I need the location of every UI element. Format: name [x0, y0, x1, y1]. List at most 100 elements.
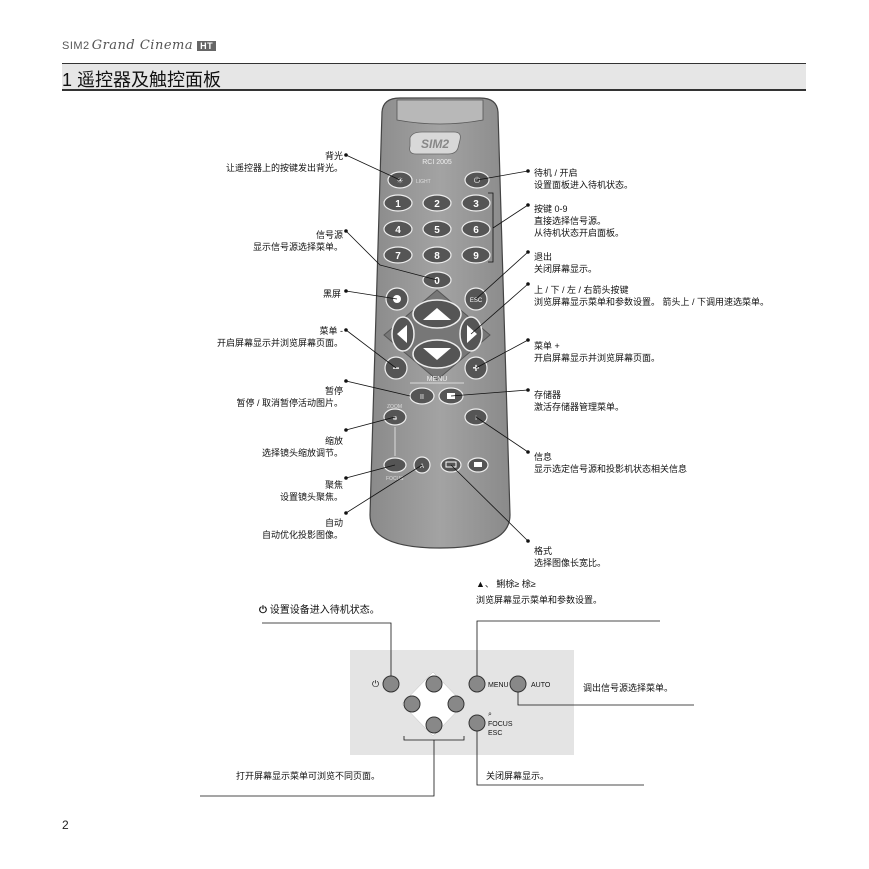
panel-arrow-diamond: [401, 671, 465, 737]
panel-arrows-label: ▲、 鯏梌≥ 梌≥ 浏览屏幕显示菜单和参数设置。: [476, 578, 602, 606]
svg-text:II: II: [420, 394, 424, 401]
label-memory: 存储器 激活存储器管理菜单。: [534, 389, 624, 413]
panel-arrows-line2: 浏览屏幕显示菜单和参数设置。: [476, 595, 603, 605]
label-keys: 按键 0-9 直接选择信号源。 从待机状态开启面板。: [534, 203, 624, 239]
digit-button-6[interactable]: 6: [461, 220, 491, 238]
panel-focus-icon: ⌕: [488, 711, 492, 718]
panel-auto-text: AUTO: [531, 682, 551, 689]
zero-label: 0: [434, 276, 440, 287]
svg-text:⊕: ⊕: [392, 416, 397, 422]
zoom-label: ZOOM: [387, 404, 402, 410]
label-keys-desc2: 从待机状态开启面板。: [534, 228, 625, 238]
label-zoom-desc: 选择镜头缩放调节。: [261, 448, 343, 458]
label-arrows-title: 上 / 下 / 左 / 右箭头按键: [534, 285, 629, 295]
label-info-desc: 显示选定信号源和投影机状态相关信息: [534, 464, 688, 474]
svg-text:ESC: ESC: [470, 298, 483, 304]
label-memory-title: 存储器: [534, 390, 562, 400]
label-exit-desc: 关闭屏幕显示。: [534, 264, 598, 274]
arrow-left-button: [391, 316, 415, 352]
digit-button-7[interactable]: 7: [383, 246, 413, 264]
label-source-desc: 显示信号源选择菜单。: [252, 242, 343, 252]
remote-logo-text: SIM2: [421, 137, 449, 151]
digit-button-3[interactable]: 3: [461, 194, 491, 212]
label-standby-desc: 设置面板进入待机状态。: [534, 180, 634, 190]
panel-menu-button: [468, 675, 486, 693]
panel-power-text: 设置设备进入待机状态。: [269, 605, 380, 616]
brand-sim: SIM2: [62, 40, 90, 52]
label-standby-title: 待机 / 开启: [534, 168, 578, 178]
digit-button-5[interactable]: 5: [422, 220, 452, 238]
label-pause-title: 暂停: [324, 386, 343, 396]
label-standby: 待机 / 开启 设置面板进入待机状态。: [534, 167, 633, 191]
label-backlight-title: 背光: [324, 151, 343, 161]
label-keys-desc1: 直接选择信号源。: [534, 216, 607, 226]
label-format-desc: 选择图像长宽比。: [534, 558, 607, 568]
panel-nav-desc: 打开屏幕显示菜单可浏览不同页面。: [236, 771, 381, 781]
panel-menu-text: MENU: [488, 682, 509, 689]
label-arrows-desc: 浏览屏幕显示菜单和参数设置。 箭头上 / 下调用速选菜单。: [534, 297, 770, 307]
label-focus: 聚焦 设置镜头聚焦。: [280, 479, 343, 503]
digit-label-2: 2: [434, 199, 440, 210]
section-title: 1 遥控器及触控面板: [62, 70, 222, 90]
panel-auto-button: [509, 675, 527, 693]
brand-script: Grand Cinema: [91, 38, 194, 53]
label-exit: 退出 关闭屏幕显示。: [534, 251, 597, 275]
label-menu-plus-title: 菜单 +: [534, 341, 560, 351]
digit-label-1: 1: [395, 199, 401, 210]
label-focus-desc: 设置镜头聚焦。: [279, 492, 343, 502]
label-blank-title: 黑屏: [322, 289, 341, 299]
digit-label-5: 5: [434, 225, 440, 236]
arrow-up-button: [412, 299, 462, 329]
digit-button-9[interactable]: 9: [461, 246, 491, 264]
digit-label-3: 3: [473, 199, 479, 210]
svg-text:☀: ☀: [396, 176, 403, 185]
svg-text:⏻: ⏻: [474, 176, 481, 185]
label-zoom-title: 缩放: [324, 436, 343, 446]
panel-right-button: [447, 695, 465, 713]
digit-button-1[interactable]: 1: [383, 194, 413, 212]
digit-button-4[interactable]: 4: [383, 220, 413, 238]
panel-power-label: ⏻ 设置设备进入待机状态。: [259, 605, 380, 617]
panel-down-button: [425, 716, 443, 734]
callout-lines: [345, 154, 529, 542]
page-number: 2: [62, 818, 69, 832]
label-pause-desc: 暂停 / 取消暂停活动图片。: [236, 398, 343, 408]
digit-button-2[interactable]: 2: [422, 194, 452, 212]
extra-button: [467, 457, 489, 473]
label-menu-plus-desc: 开启屏幕显示并浏览屏幕页面。: [534, 353, 661, 363]
label-focus-title: 聚焦: [324, 480, 343, 490]
label-arrows: 上 / 下 / 左 / 右箭头按键 浏览屏幕显示菜单和参数设置。 箭头上 / 下…: [534, 284, 769, 308]
menu-label: MENU: [427, 376, 448, 383]
label-info: 信息 显示选定信号源和投影机状态相关信息: [534, 451, 687, 475]
panel-focus-text: FOCUS: [488, 721, 513, 728]
panel-left-button: [403, 695, 421, 713]
label-exit-title: 退出: [534, 252, 553, 262]
arrow-down-button: [412, 339, 462, 369]
panel-power-icon: ⏻: [372, 679, 379, 689]
callout-dots: [344, 153, 530, 543]
panel-arrows-line1: ▲、 鯏梌≥ 梌≥: [476, 579, 536, 589]
digit-button-8[interactable]: 8: [422, 246, 452, 264]
remote-logo: SIM2: [409, 131, 461, 155]
panel-focus-button: [468, 714, 486, 732]
label-memory-desc: 激活存储器管理菜单。: [534, 402, 625, 412]
label-zoom: 缩放 选择镜头缩放调节。: [262, 435, 343, 459]
label-backlight: 背光 让遥控器上的按键发出背光。: [226, 150, 343, 174]
digit-label-4: 4: [395, 225, 401, 236]
label-info-title: 信息: [534, 452, 553, 462]
label-menu-minus-desc: 开启屏幕显示并浏览屏幕页面。: [216, 338, 343, 348]
label-menu-plus: 菜单 + 开启屏幕显示并浏览屏幕页面。: [534, 340, 660, 364]
label-format-title: 格式: [534, 546, 553, 556]
digit-label-6: 6: [473, 225, 479, 236]
panel-power-button: [382, 675, 400, 693]
label-format: 格式 选择图像长宽比。: [534, 545, 606, 569]
label-menu-minus-title: 菜单 -: [319, 326, 344, 336]
panel-buttons: [382, 675, 527, 734]
digit-label-8: 8: [434, 251, 440, 262]
panel-auto-desc: 调出信号源选择菜单。: [583, 683, 674, 693]
power-icon: ⏻: [259, 605, 267, 616]
section-title-bar: 1 遥控器及触控面板: [62, 63, 806, 91]
label-backlight-desc: 让遥控器上的按键发出背光。: [225, 163, 343, 173]
